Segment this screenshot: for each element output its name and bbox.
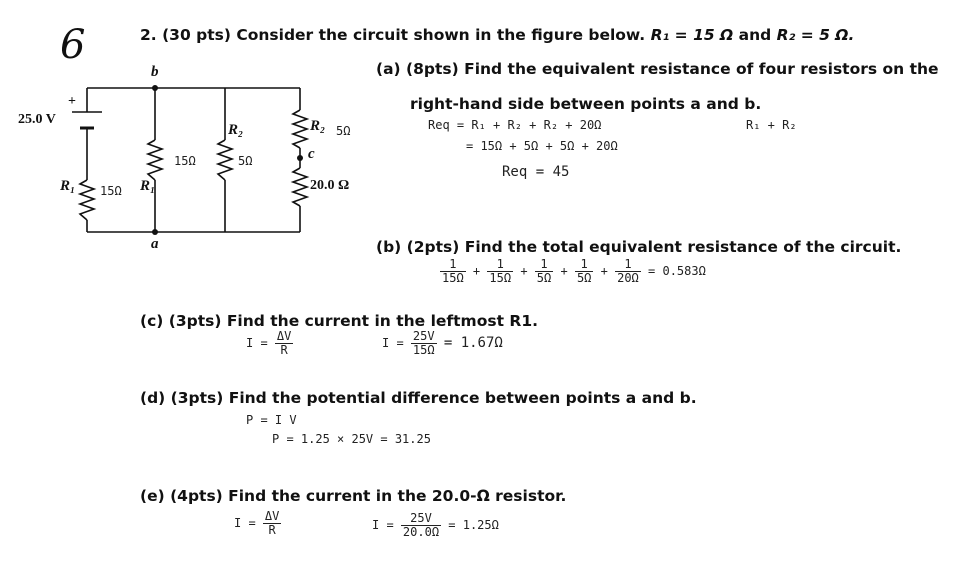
r1-mid-label: R₁	[140, 178, 156, 194]
part-e-calc-lhs: I =	[372, 518, 394, 532]
node-b-label: b	[151, 64, 159, 80]
part-d-work-line1: P = I V	[246, 413, 297, 427]
part-c-calc-lhs: I =	[382, 336, 404, 350]
r2-mid-label: R₂	[228, 122, 244, 138]
r1-left-handwritten: 15Ω	[100, 184, 122, 198]
part-a-margin-note: R₁ + R₂	[746, 118, 797, 132]
part-c-question: (c) (3pts) Find the current in the leftm…	[140, 312, 538, 330]
node-a-label: a	[151, 236, 159, 252]
part-c-formula-lhs: I =	[246, 336, 268, 350]
r1-given: R₁ = 15 Ω	[650, 26, 734, 44]
r2-right-label: R₂	[310, 118, 326, 134]
part-d-question: (d) (3pts) Find the potential difference…	[140, 389, 697, 407]
battery-voltage-label: 25.0 V	[18, 112, 56, 127]
node-a-dot	[152, 229, 158, 235]
resistor-r1-left	[77, 179, 97, 221]
part-e-result: = 1.25Ω	[448, 518, 499, 532]
part-b-result: = 0.583Ω	[648, 264, 706, 278]
r2-right-handwritten: 5Ω	[336, 124, 351, 138]
circuit-diagram	[72, 85, 310, 235]
part-c-result: = 1.67Ω	[443, 335, 503, 351]
part-d-work-line2: P = 1.25 × 25V = 31.25	[272, 432, 431, 446]
part-a-work-line3: Req = 45	[502, 164, 570, 180]
r1-left-label: R₁	[60, 178, 76, 194]
part-e-question: (e) (4pts) Find the current in the 20.0-…	[140, 487, 567, 505]
battery-plus-label: +	[68, 94, 76, 109]
part-a-work-line2: = 15Ω + 5Ω + 5Ω + 20Ω	[466, 139, 618, 153]
resistor-r2-right	[290, 109, 310, 149]
r1-mid-handwritten: 15Ω	[174, 154, 196, 168]
part-a-question-line1: (a) (8pts) Find the equivalent resistanc…	[376, 60, 939, 78]
problem-intro: (30 pts) Consider the circuit shown in t…	[162, 26, 646, 44]
plus-sign: +	[560, 264, 568, 278]
resistor-r2-mid	[215, 139, 235, 181]
r20-label: 20.0 Ω	[310, 178, 350, 193]
part-a-question-line2: right-hand side between points a and b.	[410, 95, 762, 113]
problem-statement: 2. (30 pts) Consider the circuit shown i…	[140, 26, 854, 44]
resistor-r1-mid	[145, 139, 165, 181]
r2-given: R₂ = 5 Ω.	[776, 26, 855, 44]
plus-sign: +	[520, 264, 528, 278]
problem-number: 2.	[140, 26, 157, 44]
resistor-20-ohm	[290, 167, 310, 207]
node-c-dot	[297, 155, 303, 161]
plus-sign: +	[472, 264, 481, 278]
part-b-question: (b) (2pts) Find the total equivalent res…	[376, 238, 902, 256]
part-e-formula-lhs: I =	[234, 516, 256, 530]
node-b-dot	[152, 85, 158, 91]
part-a-work-line1: Req = R₁ + R₂ + R₂ + 20Ω	[428, 118, 602, 132]
handwritten-score: 6	[60, 22, 86, 68]
r2-mid-handwritten: 5Ω	[238, 154, 253, 168]
plus-sign: +	[600, 264, 608, 278]
node-c-label: c	[308, 146, 315, 162]
and-word: and	[738, 26, 772, 44]
